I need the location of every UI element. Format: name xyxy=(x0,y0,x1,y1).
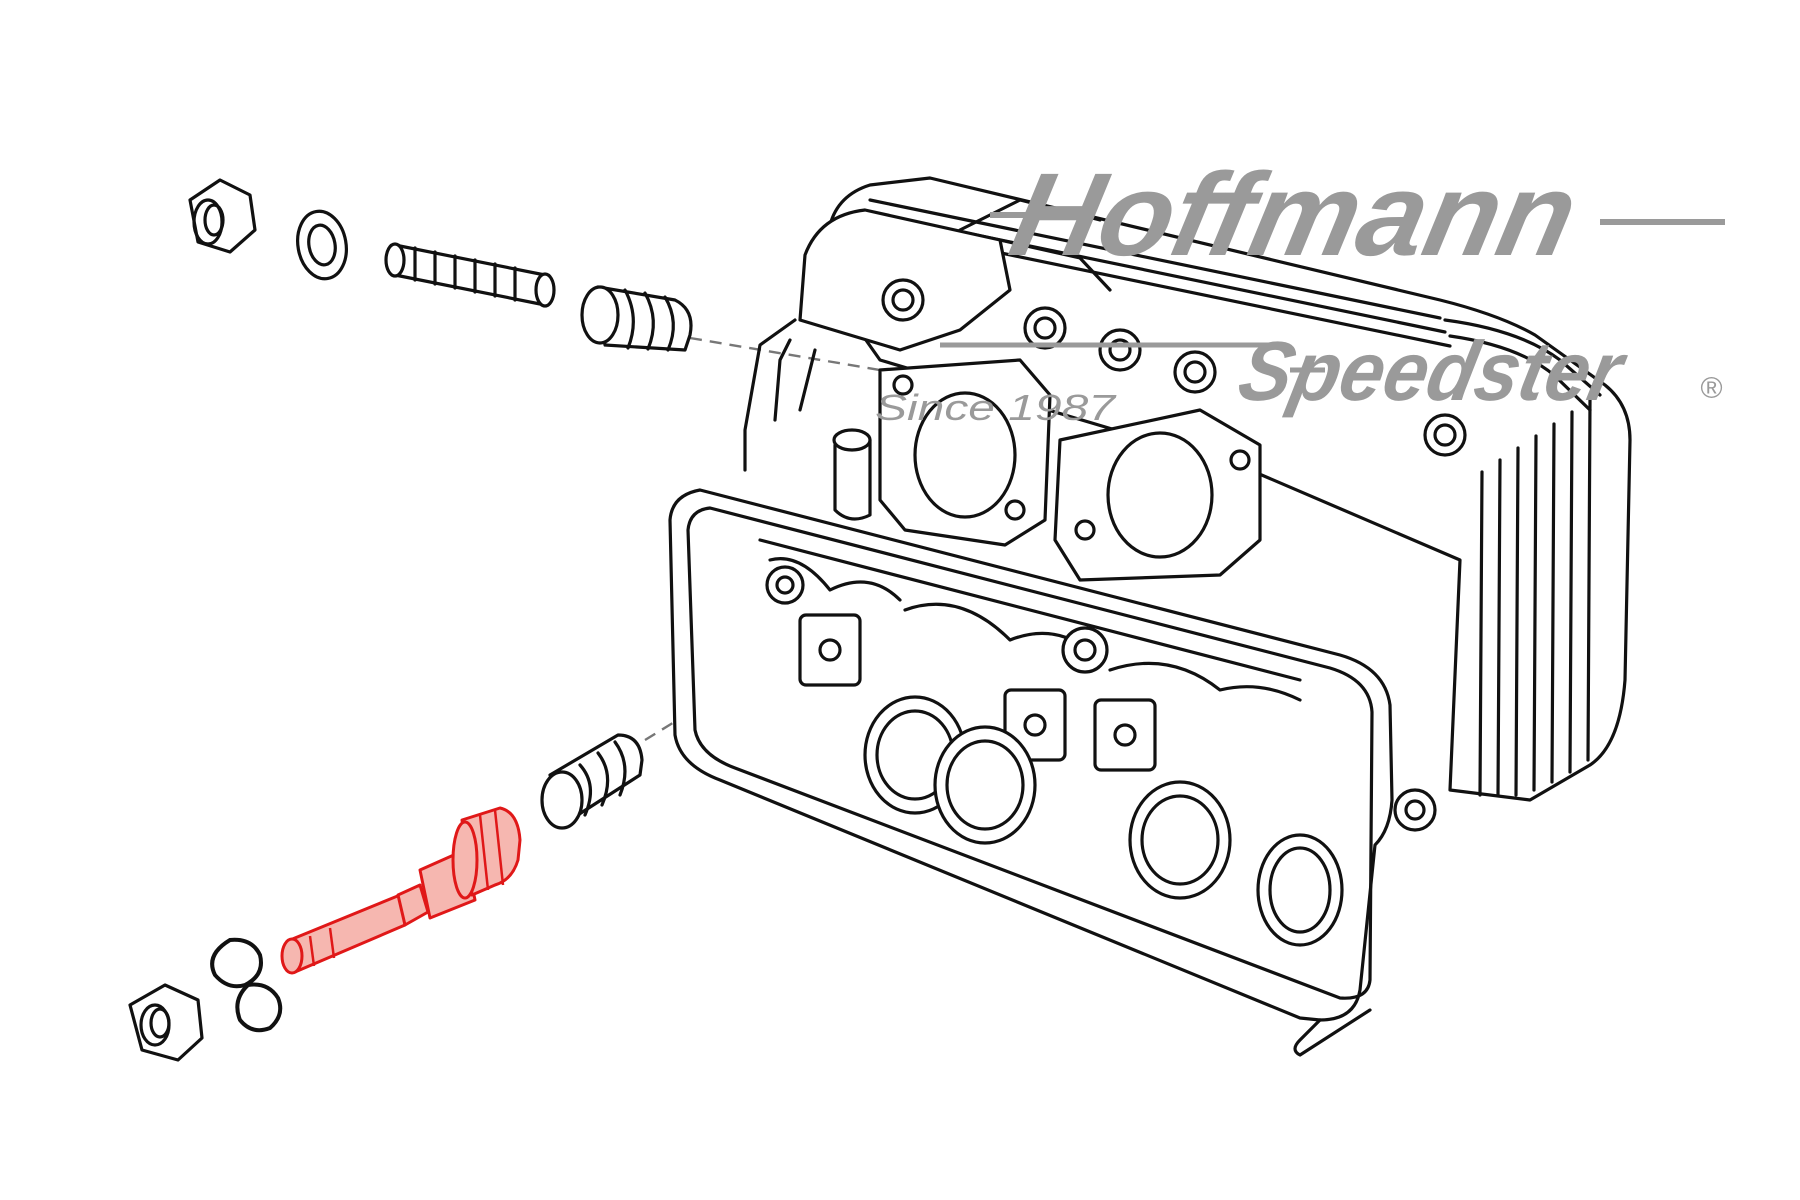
leader-line-top xyxy=(689,336,881,372)
flat-washer-icon xyxy=(296,209,348,281)
threaded-stud-icon xyxy=(384,242,556,308)
leader-lines xyxy=(644,336,881,742)
top-parts-row xyxy=(188,178,693,352)
logo-tagline: Speedster xyxy=(1231,324,1635,418)
spring-washer-icon xyxy=(210,937,283,1033)
logo-since: Since 1987 xyxy=(875,387,1118,428)
brand-logo: Hoffmann Speedster Since 1987 ® xyxy=(875,149,1725,428)
logo-registered-mark: ® xyxy=(1700,372,1723,405)
logo-brand: Hoffmann xyxy=(1000,149,1588,281)
leader-line-bottom xyxy=(644,640,806,742)
bottom-parts-row xyxy=(128,733,644,1062)
stud-sleeve-icon xyxy=(580,285,693,352)
boss-1 xyxy=(881,278,925,322)
stud-sleeve-icon-bottom xyxy=(540,733,644,830)
stepped-stud-icon xyxy=(280,806,522,975)
cylinder-head-icon xyxy=(668,176,1632,1057)
hex-nut-icon xyxy=(188,178,257,254)
hex-nut-icon-bottom xyxy=(128,983,204,1062)
